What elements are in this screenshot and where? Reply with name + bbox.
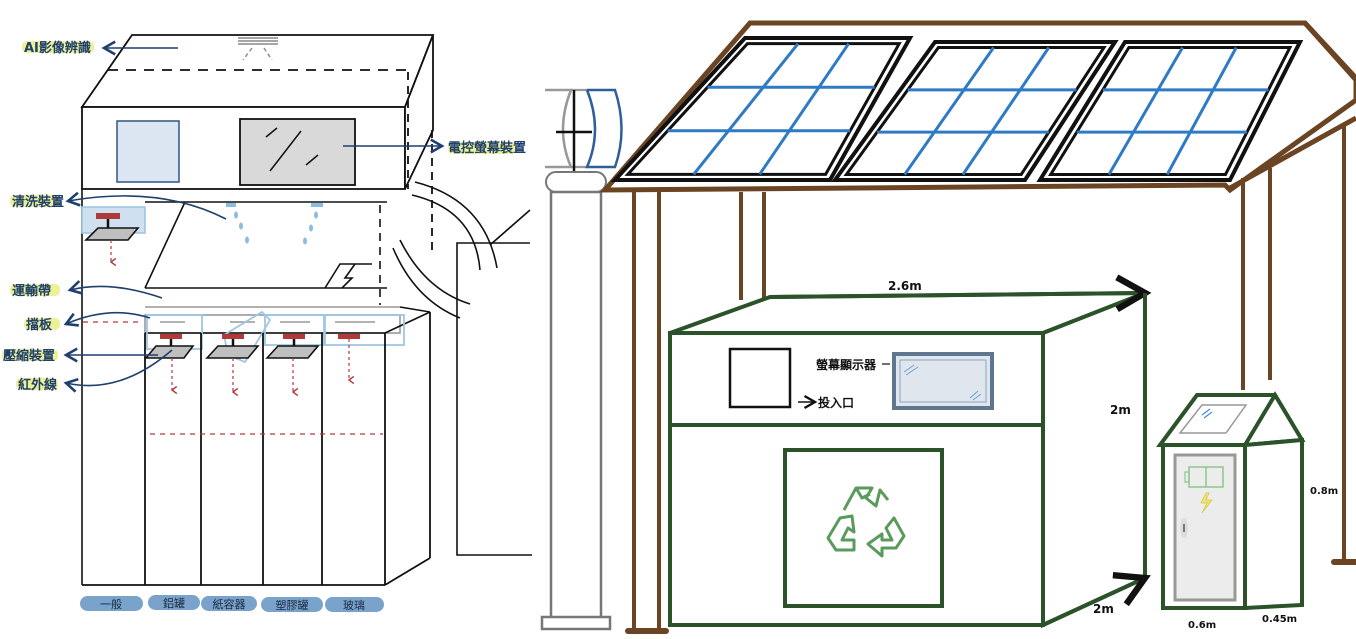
bin-glass: 玻璃 xyxy=(325,597,384,612)
bin-general: 一般 xyxy=(80,596,143,611)
svg-text:AI影像辨識: AI影像辨識 xyxy=(24,40,91,56)
lightning-icon xyxy=(1200,492,1213,514)
touch-screen-device xyxy=(239,118,356,186)
svg-text:電控螢幕裝置: 電控螢幕裝置 xyxy=(448,140,526,156)
slot-callout: 投入口 xyxy=(798,394,854,410)
compressor-4 xyxy=(338,334,360,385)
battery-dim-height: 0.8m xyxy=(1310,486,1338,497)
cleaning-unit xyxy=(81,206,146,267)
compressor-2 xyxy=(205,334,260,397)
water-spray xyxy=(226,203,323,245)
callout-baffle: 擋板 xyxy=(24,311,151,333)
wash-chamber xyxy=(81,189,387,585)
svg-text:塑膠罐: 塑膠罐 xyxy=(276,598,309,612)
battery-dim-depth: 0.45m xyxy=(1262,614,1297,625)
callouts: AI影像辨識 電控螢幕裝置 清洗裝置 運輸帶 擋板 xyxy=(2,40,526,393)
wind-turbine xyxy=(540,88,623,631)
panel-grid-line xyxy=(961,46,1051,176)
bin-paper: 紙容器 xyxy=(201,596,257,611)
callout-infrared: 紅外線 xyxy=(16,349,173,393)
compressor-3 xyxy=(265,334,320,397)
solar-panels xyxy=(610,36,1304,182)
recycling-station: 2.6m 2m 2m 投入口 螢幕顯示器 xyxy=(540,20,1356,634)
svg-text:運輸帶: 運輸帶 xyxy=(12,283,51,299)
display-screen xyxy=(892,352,994,410)
solar-panel-1 xyxy=(610,36,914,182)
screen-callout: 螢幕顯示器 xyxy=(816,357,890,372)
input-slot xyxy=(728,347,792,409)
callout-touch-screen: 電控螢幕裝置 xyxy=(343,138,526,156)
compression-devices xyxy=(144,334,360,397)
dim-depth: 2m xyxy=(1093,602,1114,616)
svg-text:一般: 一般 xyxy=(100,598,122,611)
compressor-1 xyxy=(144,334,195,395)
dim-height: 2m xyxy=(1110,403,1131,417)
recycle-panel xyxy=(783,448,944,608)
callout-ai-recognition: AI影像辨識 xyxy=(22,40,178,56)
dimension-lines: 2.6m 2m 2m xyxy=(769,274,1152,627)
bin-plastic: 塑膠罐 xyxy=(261,597,323,612)
svg-text:擋板: 擋板 xyxy=(26,317,53,333)
callout-cleaning: 清洗裝置 xyxy=(10,191,227,220)
solar-panel-2 xyxy=(831,40,1119,182)
sorting-machine: 一般 鋁罐 紙容器 塑膠罐 玻璃 AI影像辨識 xyxy=(2,34,532,612)
dim-width: 2.6m xyxy=(888,279,922,293)
panel-grid-line xyxy=(1107,46,1184,176)
svg-text:鋁罐: 鋁罐 xyxy=(163,596,185,610)
callout-conveyor: 運輸帶 xyxy=(10,280,163,299)
bin-aluminum: 鋁罐 xyxy=(148,595,200,610)
panel-grid-line xyxy=(903,46,995,176)
hose-pipe xyxy=(392,181,532,556)
callout-compression: 壓縮裝置 xyxy=(2,347,158,364)
camera-window xyxy=(116,120,180,183)
svg-text:螢幕顯示器: 螢幕顯示器 xyxy=(816,357,877,372)
svg-text:清洗裝置: 清洗裝置 xyxy=(12,194,64,210)
svg-text:玻璃: 玻璃 xyxy=(343,598,365,612)
battery-dim-width: 0.6m xyxy=(1188,620,1216,631)
battery-box: 0.8m 0.6m 0.45m xyxy=(1156,391,1338,631)
camera-icon xyxy=(238,37,278,61)
panel-grid-line xyxy=(692,42,800,176)
panel-grid-line xyxy=(758,42,850,176)
battery-icon xyxy=(1184,466,1224,488)
panel-grid-line xyxy=(1165,46,1238,176)
svg-text:紙容器: 紙容器 xyxy=(213,597,246,611)
bin-labels: 一般 鋁罐 紙容器 塑膠罐 玻璃 xyxy=(80,595,384,612)
recycle-icon xyxy=(826,486,906,558)
bin-compartments xyxy=(82,312,431,586)
solar-panel-3 xyxy=(1036,40,1304,182)
svg-text:投入口: 投入口 xyxy=(818,395,854,410)
svg-text:紅外線: 紅外線 xyxy=(18,377,58,393)
conveyor-belt xyxy=(83,306,431,334)
svg-text:壓縮裝置: 壓縮裝置 xyxy=(3,348,55,364)
